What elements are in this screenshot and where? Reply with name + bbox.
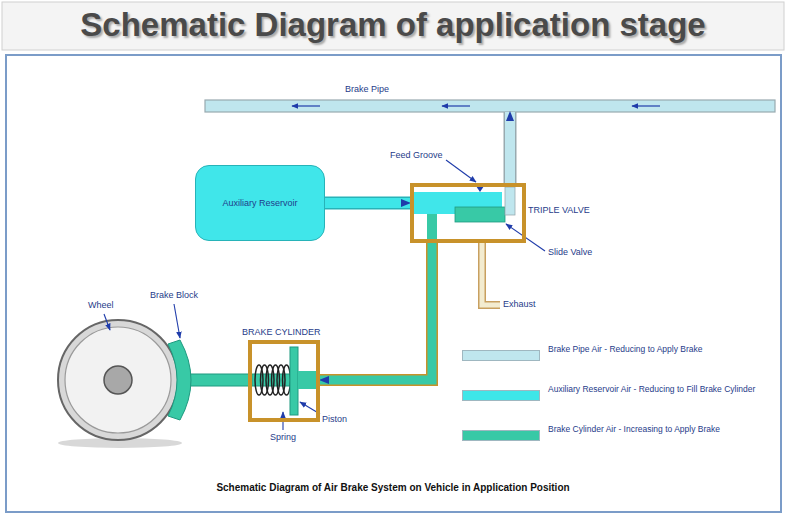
part-label: Spring (270, 432, 296, 443)
leader-line (174, 304, 180, 338)
leader-line (506, 224, 545, 251)
cylinder-air (298, 371, 316, 389)
flow-arrows (292, 105, 660, 106)
brake-pipe: Brake Pipe (205, 82, 775, 112)
wheel-disc (65, 327, 171, 433)
auxiliary-reservoir: Auxiliary Reservoir (195, 165, 325, 241)
brake-pipe-band (205, 100, 775, 112)
title-banner (2, 2, 784, 50)
pipe-casing (320, 243, 432, 380)
part-label: Brake Block (150, 290, 198, 301)
title: Schematic Diagram of application stage (0, 6, 786, 44)
pipe-casing (325, 197, 410, 210)
feed-groove (476, 186, 484, 192)
cylinder-body (252, 344, 316, 418)
frame (6, 55, 781, 512)
flow-arrow (442, 105, 470, 106)
legend-text: Brake Pipe Air - Reducing to Apply Brake (548, 344, 763, 355)
pipe-casing (504, 112, 517, 183)
part-label: Slide Valve (548, 247, 592, 258)
leader-line (446, 160, 476, 182)
flow-arrow (632, 105, 660, 106)
leader-line (300, 402, 320, 414)
air-pipe (325, 198, 410, 208)
legend-row: Brake Pipe Air - Reducing to Apply Brake (462, 344, 772, 384)
brake-cylinder: BRAKE CYLINDER (248, 340, 320, 422)
leader-line (104, 314, 110, 330)
legend-swatch (462, 350, 540, 361)
triple-valve: TRIPLE VALVE (410, 183, 526, 243)
part-label: Piston (322, 414, 347, 425)
legend-text: Auxiliary Reservoir Air - Reducing to Fi… (548, 384, 763, 395)
wheel (58, 320, 178, 440)
caption: Schematic Diagram of Air Brake System on… (0, 482, 786, 493)
legend-row: Brake Cylinder Air - Increasing to Apply… (462, 424, 772, 464)
legend-swatch (462, 430, 540, 441)
leader-line (282, 412, 283, 430)
node-text: TRIPLE VALVE (528, 205, 590, 216)
slide-valve (455, 207, 505, 222)
legend: Brake Pipe Air - Reducing to Apply Brake… (462, 344, 772, 464)
part-label: Feed Groove (390, 150, 443, 161)
piston (290, 347, 298, 415)
air-pipe (505, 112, 515, 183)
valve-passage (505, 187, 515, 215)
part-label: Wheel (88, 300, 114, 311)
exhaust-pipe-core (482, 243, 500, 305)
wheel-hub (104, 366, 132, 394)
valve-body (414, 187, 522, 239)
part-label: Exhaust (503, 299, 536, 310)
brake-block (168, 340, 191, 420)
node-text: Auxiliary Reservoir (222, 198, 297, 209)
exhaust-pipe (482, 243, 500, 305)
legend-swatch (462, 390, 540, 401)
valve-passage (427, 214, 437, 239)
spring-coils (255, 365, 291, 395)
node-text: BRAKE CYLINDER (242, 327, 321, 338)
air-pipe (320, 243, 432, 380)
leaders (104, 160, 545, 430)
legend-row: Auxiliary Reservoir Air - Reducing to Fi… (462, 384, 772, 424)
node-text: Brake Pipe (345, 84, 389, 95)
legend-text: Brake Cylinder Air - Increasing to Apply… (548, 424, 763, 435)
flow-arrow (292, 105, 320, 106)
spring-coil (283, 365, 291, 395)
